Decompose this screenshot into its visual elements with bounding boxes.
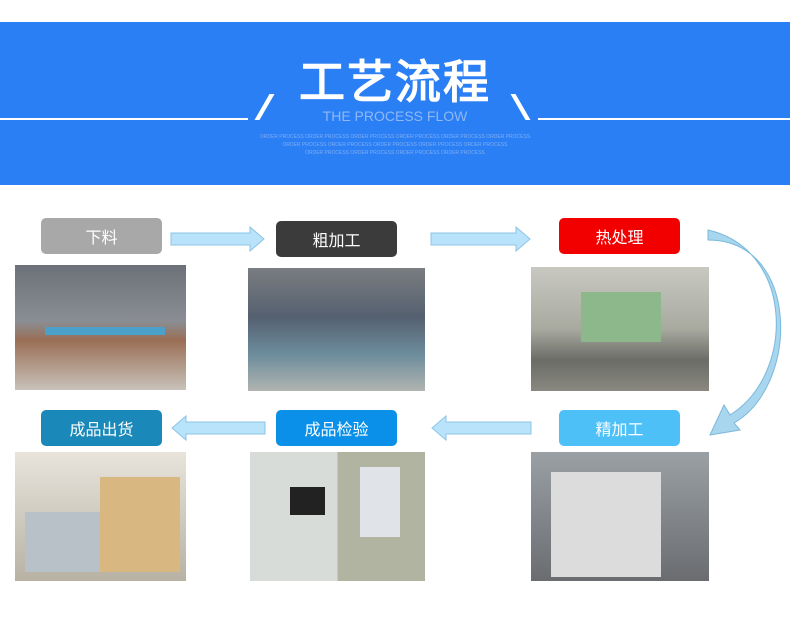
step-heat-treatment: 热处理 [559, 218, 680, 254]
arrow-right-icon [170, 226, 265, 252]
step-rough-machining: 粗加工 [276, 221, 397, 257]
step-shipping: 成品出货 [41, 410, 162, 446]
step-inspection: 成品检验 [276, 410, 397, 446]
bg-text-line: ORDER PROCESS ORDER PROCESS ORDER PROCES… [259, 134, 531, 140]
arrow-right-icon [430, 226, 531, 252]
arrow-left-icon [171, 415, 266, 441]
arrow-left-icon [431, 415, 532, 441]
photo-finish-machining [531, 452, 709, 581]
photo-cutting [15, 265, 186, 390]
header-divider-right [538, 118, 790, 120]
header-banner [0, 22, 790, 185]
page-title: 工艺流程 [299, 55, 491, 109]
photo-inspection [250, 452, 425, 581]
page-subtitle: THE PROCESS FLOW [322, 108, 468, 124]
header-divider-left [0, 118, 248, 120]
step-cutting: 下料 [41, 218, 162, 254]
photo-shipping [15, 452, 186, 581]
curved-arrow-icon [707, 229, 782, 436]
step-finish-machining: 精加工 [559, 410, 680, 446]
bg-text-line: ORDER PROCESS ORDER PROCESS ORDER PROCES… [305, 150, 485, 156]
photo-rough-machining [248, 268, 425, 391]
photo-heat-treatment [531, 267, 709, 391]
bg-text-line: ORDER PROCESS ORDER PROCESS ORDER PROCES… [282, 142, 508, 148]
